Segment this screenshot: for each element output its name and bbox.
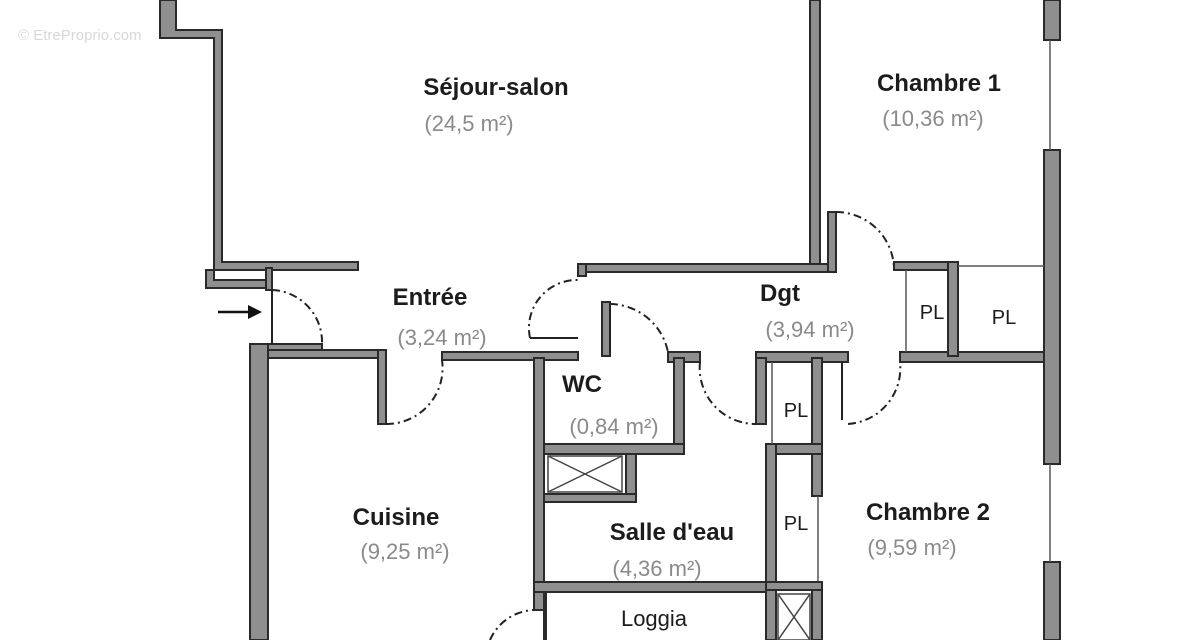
- room-chambre1-area: (10,36 m²): [882, 106, 983, 131]
- ch2-door-swing: [847, 361, 902, 425]
- wall-wc-left: [533, 357, 545, 611]
- loggia-door-swing: [489, 609, 535, 640]
- shaft-box-2: [777, 593, 811, 640]
- closet-label: PL: [784, 513, 808, 535]
- room-entree-name: Entrée: [393, 284, 468, 311]
- ch1-door-swing: [835, 211, 895, 271]
- wall-dgt-jamb: [601, 301, 611, 357]
- room-salle-eau-name: Salle d'eau: [610, 519, 734, 546]
- shaft2-cross-b: [777, 593, 811, 640]
- closet-label: PL: [784, 400, 808, 422]
- wall-pl-divider: [947, 261, 959, 357]
- wall-dgt-bottom-b: [755, 351, 849, 363]
- wall-shaft-bottom: [543, 493, 637, 503]
- shaft-cross-b: [547, 455, 623, 493]
- room-cuisine-name: Cuisine: [353, 504, 440, 531]
- wall-stub: [577, 263, 587, 277]
- wall-right-mid: [1043, 149, 1061, 465]
- sejour-door-swing: [527, 278, 579, 339]
- shafts: [547, 455, 811, 640]
- wall-corner: [205, 269, 269, 289]
- room-chambre2-name: Chambre 2: [866, 499, 990, 526]
- room-dgt-area: (3,94 m²): [765, 317, 854, 342]
- wall-cuisine-top: [267, 349, 387, 359]
- wc-door-swing: [609, 303, 669, 353]
- wall-wc-bottom: [543, 443, 685, 455]
- room-dgt-name: Dgt: [760, 280, 800, 307]
- room-chambre1-name: Chambre 1: [877, 70, 1001, 97]
- room-cuisine-area: (9,25 m²): [360, 539, 449, 564]
- entry-arrow: [218, 305, 262, 319]
- wall-sejour-right: [809, 0, 821, 267]
- closet-label: PL: [920, 302, 944, 324]
- room-wc-name: WC: [562, 371, 602, 398]
- entry-door-swing: [271, 289, 324, 345]
- wall-ch1-jamb: [827, 211, 837, 273]
- wall-pl4-left: [765, 443, 777, 640]
- wall-right-top: [1043, 0, 1061, 41]
- wall-pl4-bottom: [765, 581, 823, 591]
- wall-salle-bottom: [533, 581, 771, 593]
- wall-loggia-left: [543, 591, 547, 640]
- wall-dgt-bottom-c: [899, 351, 1045, 363]
- doors: [271, 211, 902, 640]
- room-salle-eau-area: (4,36 m²): [612, 556, 701, 581]
- walls: [159, 0, 1061, 640]
- kitchen-door-swing: [385, 359, 444, 426]
- wall-left: [249, 343, 269, 640]
- room-chambre2-area: (9,59 m²): [867, 535, 956, 560]
- room-wc-area: (0,84 m²): [569, 414, 658, 439]
- room-entree-area: (3,24 m²): [397, 325, 486, 350]
- wall-pl3-left: [755, 357, 767, 425]
- closet-label: PL: [992, 307, 1016, 329]
- watermark: © EtreProprio.com: [18, 27, 142, 44]
- wall-cuisine-jamb: [377, 349, 387, 425]
- wall-pl3-right: [811, 357, 823, 497]
- room-sejour-name: Séjour-salon: [423, 74, 568, 101]
- room-loggia-name: Loggia: [621, 606, 688, 631]
- wall-top-left: [159, 0, 359, 271]
- salle-door-swing: [698, 361, 757, 426]
- wall-wc-right: [673, 357, 685, 455]
- shaft-box: [547, 455, 623, 493]
- wall-right-bottom: [1043, 561, 1061, 640]
- room-sejour-area: (24,5 m²): [424, 111, 513, 136]
- wall-pl-top: [893, 261, 957, 271]
- wall-sejour-bottom: [577, 263, 837, 273]
- wall-entry-jamb: [265, 267, 273, 291]
- wall-entree-bottom: [441, 351, 579, 361]
